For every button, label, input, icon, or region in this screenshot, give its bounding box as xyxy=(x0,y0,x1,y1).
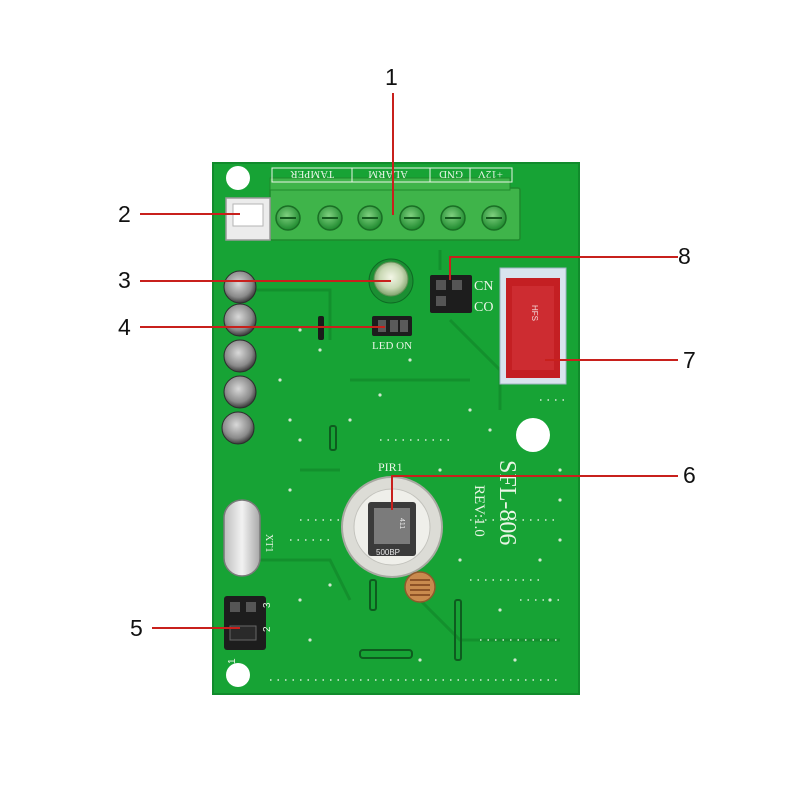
pcb-board xyxy=(212,162,580,695)
crystal-label: XT1 xyxy=(263,534,274,552)
callout-number-5: 5 xyxy=(130,615,143,641)
terminal-label-tamper: TAMPER xyxy=(290,168,334,180)
callout-number-6: 6 xyxy=(683,462,696,488)
model-name: SFL-806 xyxy=(494,460,520,545)
pir-label: PIR1 xyxy=(378,460,403,474)
callout-number-1: 1 xyxy=(385,64,398,90)
mounting-hole-right xyxy=(516,418,550,452)
led-jumper-label: LED ON xyxy=(372,340,412,352)
model-revision: REV:1.0 xyxy=(471,485,487,537)
terminal-label-alarm: ALARM xyxy=(368,168,408,180)
jumper-pin-1: 1 xyxy=(227,658,238,664)
relay-marking: HFS xyxy=(530,305,539,321)
terminal-label-gnd: GND xyxy=(439,168,463,180)
pir-sensor-code: 411 xyxy=(398,518,405,529)
callout-number-2: 2 xyxy=(118,201,131,227)
callout-line-8 xyxy=(449,256,678,280)
photoresistor xyxy=(404,571,436,603)
crystal: XT1 xyxy=(223,499,274,577)
tamper-connector xyxy=(225,197,271,241)
jumper-label-co: CO xyxy=(474,300,493,315)
jumper-label-cn: CN xyxy=(474,279,493,294)
terminal-block xyxy=(269,177,521,241)
capacitors xyxy=(221,270,257,445)
jumper-pin-2: 2 xyxy=(262,626,273,632)
terminal-screws xyxy=(275,205,507,231)
callout-number-4: 4 xyxy=(118,314,131,340)
pir-sensor-text: 500BP xyxy=(376,548,400,557)
model-silkscreen: SFL-806 REV:1.0 xyxy=(471,460,520,545)
three-pin-jumper: 1 2 3 xyxy=(224,596,273,664)
terminal-label-12v: +12V xyxy=(478,168,503,180)
mounting-hole-top xyxy=(226,166,250,190)
relay-mode-jumper xyxy=(430,275,472,313)
via-rows xyxy=(270,399,565,681)
callout-lines xyxy=(140,93,678,629)
callout-number-3: 3 xyxy=(118,267,131,293)
jumper-pin-3: 3 xyxy=(262,602,273,608)
relay: HFS xyxy=(499,267,567,385)
pir-sensor: 500BP 411 xyxy=(341,476,443,578)
callout-number-7: 7 xyxy=(683,347,696,373)
callout-number-8: 8 xyxy=(678,243,691,269)
mounting-hole-bottom xyxy=(226,663,250,687)
callout-line-6 xyxy=(391,475,678,510)
